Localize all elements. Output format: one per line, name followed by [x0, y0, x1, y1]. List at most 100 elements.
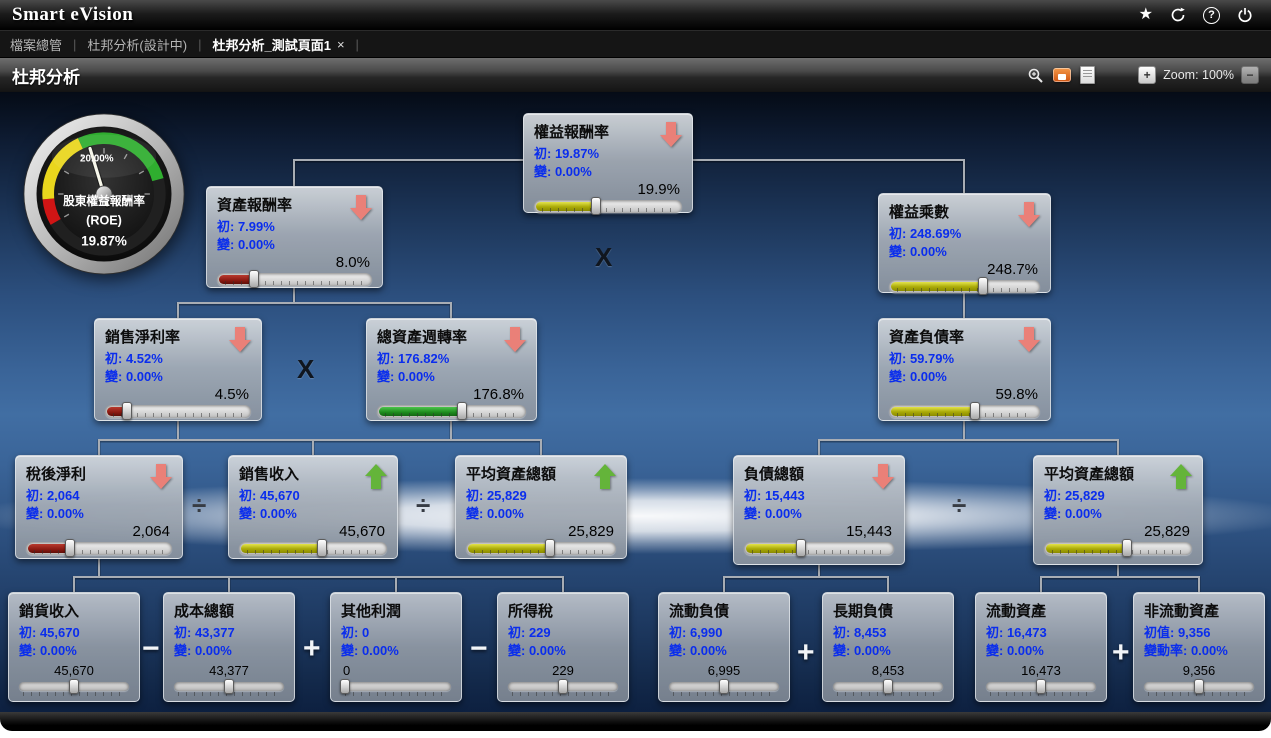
node-change: 變: 0.00% — [377, 368, 435, 384]
power-icon[interactable] — [1237, 7, 1253, 23]
tab-dupont-test-page[interactable]: 杜邦分析_測試頁面1 × — [212, 35, 344, 54]
magnifier-icon[interactable] — [1027, 67, 1044, 84]
slider-thumb[interactable] — [796, 539, 806, 557]
node-roa[interactable]: 資產報酬率 初: 7.99% 變: 0.00% 8.0% — [206, 186, 383, 288]
slider-thumb[interactable] — [970, 401, 981, 420]
node-tat[interactable]: 總資產週轉率 初: 176.82% 變: 0.00% 176.8% — [366, 318, 537, 421]
zoom-in-button[interactable]: + — [1138, 66, 1157, 84]
node-slider[interactable] — [217, 269, 372, 288]
slider-ticks — [113, 412, 243, 417]
node-slider[interactable] — [889, 276, 1040, 295]
slider-ticks — [837, 692, 939, 696]
node-change: 變: 0.00% — [889, 368, 947, 384]
node-rev2[interactable]: 銷貨收入 初: 45,670 變: 0.00% 45,670 — [8, 592, 140, 702]
slider-thumb[interactable] — [1036, 679, 1046, 694]
node-nca[interactable]: 非流動資產 初值: 9,356 變動率: 0.00% 9,356 — [1133, 592, 1265, 702]
slider-thumb[interactable] — [224, 679, 234, 694]
document-icon[interactable] — [1080, 66, 1096, 84]
node-em[interactable]: 權益乘數 初: 248.69% 變: 0.00% 248.7% — [878, 193, 1051, 295]
node-dar[interactable]: 資產負債率 初: 59.79% 變: 0.00% 59.8% — [878, 318, 1051, 421]
node-slider[interactable] — [174, 679, 284, 696]
node-slider[interactable] — [508, 679, 618, 696]
favorites-star-icon[interactable]: ★ — [1138, 6, 1153, 23]
node-slider[interactable] — [833, 679, 943, 696]
slider-thumb[interactable] — [719, 679, 729, 694]
node-slider[interactable] — [1044, 539, 1192, 557]
node-slider[interactable] — [466, 538, 616, 557]
node-slider[interactable] — [105, 401, 251, 420]
slider-thumb[interactable] — [1121, 539, 1132, 557]
node-title: 成本總額 — [174, 603, 235, 620]
slider-thumb[interactable] — [249, 269, 260, 288]
node-ltd[interactable]: 長期負債 初: 8,453 變: 0.00% 8,453 — [822, 592, 954, 702]
slider-thumb[interactable] — [1194, 679, 1204, 694]
slider-fill — [28, 543, 72, 553]
node-slider[interactable] — [19, 679, 129, 696]
node-value: 15,443 — [846, 523, 892, 540]
node-debt[interactable]: 負債總額 初: 15,443 變: 0.00% 15,443 — [733, 455, 905, 565]
node-title: 平均資產總額 — [466, 466, 557, 483]
slider-thumb[interactable] — [883, 679, 893, 694]
slider-ticks — [385, 412, 518, 417]
refresh-icon[interactable] — [1170, 7, 1186, 23]
node-title: 權益乘數 — [889, 204, 950, 221]
slider-ticks — [23, 692, 125, 696]
slider-thumb[interactable] — [64, 538, 75, 557]
node-title: 總資產週轉率 — [377, 329, 468, 346]
slider-thumb[interactable] — [545, 538, 555, 557]
node-slider[interactable] — [340, 679, 451, 696]
node-change: 變: 0.00% — [833, 642, 891, 658]
node-initial: 初: 0 — [341, 625, 370, 640]
node-slider[interactable] — [986, 679, 1096, 696]
node-title: 資產負債率 — [889, 329, 965, 346]
slider-thumb[interactable] — [121, 401, 132, 420]
node-cl[interactable]: 流動負債 初: 6,990 變: 0.00% 6,995 — [658, 592, 790, 702]
operator-minus: − — [470, 632, 488, 665]
node-aa2[interactable]: 平均資產總額 初: 25,829 變: 0.00% 25,829 — [1033, 455, 1203, 565]
slider-thumb[interactable] — [316, 538, 327, 557]
slider-thumb[interactable] — [69, 679, 79, 694]
node-slider[interactable] — [377, 401, 526, 420]
tab-dupont-design[interactable]: 杜邦分析(設計中) — [87, 37, 188, 53]
node-slider[interactable] — [889, 401, 1040, 420]
slider-ticks — [178, 692, 280, 696]
node-ca[interactable]: 流動資產 初: 16,473 變: 0.00% 16,473 — [975, 592, 1107, 702]
node-rev[interactable]: 銷售收入 初: 45,670 變: 0.00% 45,670 — [228, 455, 398, 559]
node-initial: 初: 45,670 — [239, 488, 300, 503]
slider-thumb[interactable] — [591, 196, 602, 215]
node-slider[interactable] — [239, 538, 387, 557]
help-icon[interactable]: ? — [1203, 6, 1220, 24]
export-icon[interactable] — [1053, 68, 1072, 82]
node-value: 248.7% — [987, 260, 1038, 278]
node-slider[interactable] — [669, 679, 779, 696]
titlebar-icons: ★ ? — [1138, 6, 1253, 24]
tab-close-icon[interactable]: × — [336, 36, 345, 52]
tab-bar: 檔案總管 | 杜邦分析(設計中) | 杜邦分析_測試頁面1 × | — [0, 30, 1271, 57]
operator-divide: ÷ — [192, 490, 207, 520]
node-npm[interactable]: 銷售淨利率 初: 4.52% 變: 0.00% 4.5% — [94, 318, 262, 421]
node-change: 變: 0.00% — [105, 368, 163, 384]
node-aa1[interactable]: 平均資產總額 初: 25,829 變: 0.00% 25,829 — [455, 455, 627, 559]
node-value: 6,995 — [707, 663, 741, 678]
node-value: 2,064 — [132, 522, 170, 540]
gauge-subtitle: (ROE) — [86, 214, 122, 228]
node-tax[interactable]: 所得稅 初: 229 變: 0.00% 229 — [497, 592, 629, 702]
node-slider[interactable] — [534, 196, 682, 215]
slider-thumb[interactable] — [340, 679, 351, 694]
node-change: 變: 0.00% — [508, 642, 566, 658]
node-cost[interactable]: 成本總額 初: 43,377 變: 0.00% 43,377 — [163, 592, 295, 702]
node-slider[interactable] — [26, 538, 172, 557]
slider-thumb[interactable] — [558, 679, 568, 694]
slider-thumb[interactable] — [456, 401, 467, 420]
slider-thumb[interactable] — [977, 276, 988, 295]
node-ni[interactable]: 稅後淨利 初: 2,064 變: 0.00% 2,064 — [15, 455, 183, 559]
zoom-out-button[interactable]: − — [1241, 66, 1259, 84]
node-slider[interactable] — [1144, 679, 1254, 696]
node-title: 銷售淨利率 — [105, 329, 181, 346]
node-slider[interactable] — [744, 539, 894, 557]
tab-file-explorer[interactable]: 檔案總管 — [10, 37, 63, 53]
node-roe[interactable]: 權益報酬率 初: 19.87% 變: 0.00% 19.9% — [523, 113, 693, 215]
node-other[interactable]: 其他利潤 初: 0 變: 0.00% 0 — [330, 592, 462, 702]
node-initial: 初值: 9,356 — [1144, 625, 1211, 640]
